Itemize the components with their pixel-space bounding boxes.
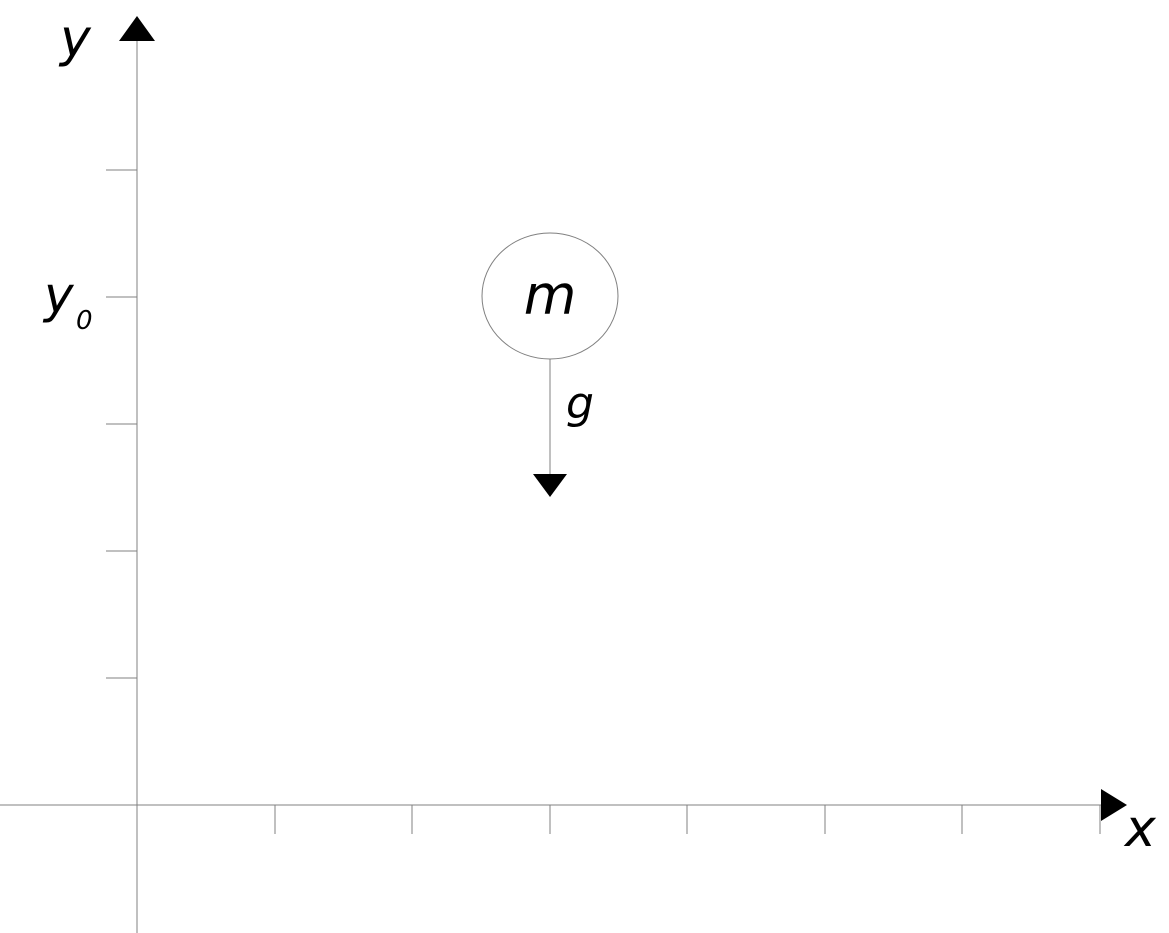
initial-height-label: y [42, 266, 75, 324]
x-axis-ticks [274, 805, 1101, 834]
gravity-arrow-icon [533, 474, 567, 497]
y-axis-ticks [106, 169, 137, 679]
x-axis-label: x [1123, 799, 1157, 859]
mass-label: m [524, 264, 577, 327]
x-axis-arrow-icon [1101, 789, 1127, 821]
gravity-label: g [566, 378, 594, 429]
initial-height-subscript: 0 [76, 306, 93, 336]
y-axis-label: y [58, 9, 92, 69]
y-axis-arrow-icon [119, 16, 155, 41]
